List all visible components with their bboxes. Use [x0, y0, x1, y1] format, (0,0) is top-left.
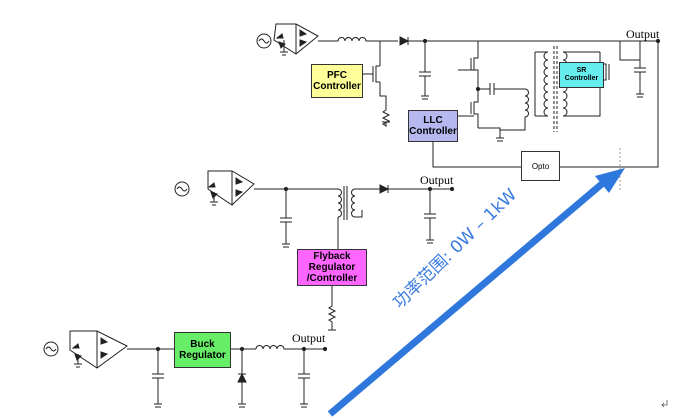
bridge-rectifier-icon	[207, 170, 255, 206]
transformer-icon	[534, 46, 568, 132]
bulk-capacitor-icon	[419, 41, 431, 100]
output-capacitor-icon	[634, 41, 646, 98]
resonant-inductor-icon	[500, 88, 529, 131]
buck-input-capacitor-icon	[152, 349, 164, 408]
input-capacitor-icon	[280, 189, 292, 248]
buck-inductor-icon	[255, 345, 325, 350]
resonant-capacitor-icon	[478, 83, 525, 95]
power-range-arrowhead-icon	[595, 168, 625, 193]
flyback-controller-block: Flyback Regulator /Controller	[297, 249, 367, 286]
pfc-boost-diode-icon	[399, 36, 410, 46]
buck-regulator-block: Buck Regulator	[174, 332, 231, 368]
power-range-arrow-icon	[327, 180, 606, 417]
pfc-mosfet-icon	[362, 65, 387, 110]
pfc-inductor-icon	[318, 37, 380, 42]
llc-half-bridge-icon	[470, 41, 479, 128]
opto-block: Opto	[521, 151, 560, 181]
pfc-sense-resistor-icon	[381, 109, 391, 127]
middle-output-label: Output	[420, 173, 454, 187]
ac-source-icon	[43, 341, 59, 357]
flyback-sense-resistor-icon	[327, 305, 337, 331]
bridge-rectifier-icon	[69, 330, 128, 369]
flyback-output-diode-icon	[379, 184, 390, 194]
return-mark-icon	[661, 400, 668, 408]
top-output-label: Output	[626, 27, 660, 41]
ac-source-icon	[174, 181, 190, 197]
bottom-output-label: Output	[292, 331, 326, 345]
ac-source-icon	[256, 33, 272, 49]
top-circuit	[256, 23, 661, 190]
middle-circuit	[174, 170, 455, 331]
buck-output-capacitor-icon	[298, 349, 310, 408]
flyback-transformer-icon	[337, 186, 356, 220]
bottom-circuit	[43, 330, 328, 408]
freewheel-diode-icon	[237, 349, 247, 408]
sr-controller-block: SR Controller	[559, 62, 604, 88]
bridge-rectifier-icon	[273, 23, 319, 56]
pfc-controller-block: PFC Controller	[311, 64, 363, 98]
llc-controller-block: LLC Controller	[408, 110, 458, 142]
flyback-output-capacitor-icon	[424, 189, 436, 244]
